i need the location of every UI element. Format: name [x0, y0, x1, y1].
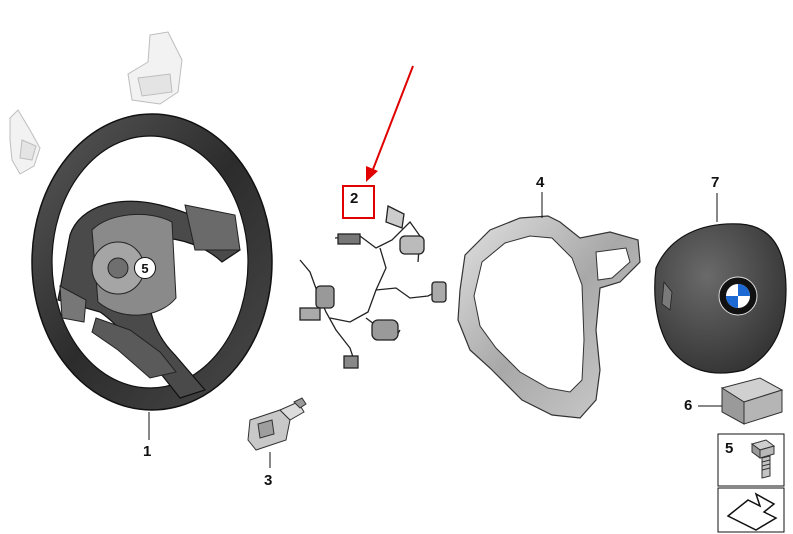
bolt-icon [750, 439, 776, 479]
highlight-box [342, 185, 375, 219]
bmw-roundel-icon [718, 276, 758, 316]
callout-2: 2 [350, 190, 359, 207]
highlight-arrow [366, 65, 414, 182]
callout-5-circle: 5 [134, 257, 156, 279]
pad-pack [720, 377, 784, 425]
callout-4: 4 [536, 174, 545, 191]
cover-trim [457, 215, 641, 419]
generic-part-symbol-icon [717, 487, 785, 533]
callout-1: 1 [143, 443, 152, 460]
socket-clip [247, 397, 307, 451]
bolt-box [717, 433, 785, 487]
callout-3: 3 [264, 472, 273, 489]
ghost-paddles [9, 31, 183, 175]
wiring-harness [299, 205, 447, 369]
callout-5-box: 5 [725, 440, 734, 457]
callout-6: 6 [684, 397, 693, 414]
callout-7: 7 [711, 174, 720, 191]
